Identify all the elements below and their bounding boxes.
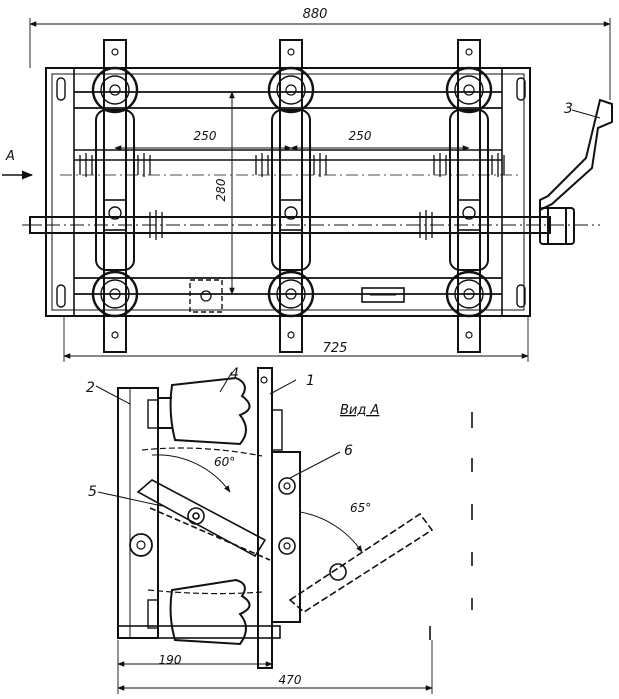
dim-height: 280 <box>214 178 228 201</box>
callout-1: 1 <box>306 373 315 389</box>
lower-insulator <box>147 578 251 646</box>
view-arrow-label: A <box>5 149 15 164</box>
upper-insulator <box>147 376 251 446</box>
callout-3: 3 <box>564 101 573 117</box>
callout-6: 6 <box>344 443 353 459</box>
pole-3 <box>433 39 505 353</box>
angle-upper: 60° <box>214 455 235 469</box>
drive-handle <box>539 98 613 245</box>
switch-blade <box>136 479 271 561</box>
view-title: Вид А <box>340 403 379 418</box>
open-blade <box>288 512 434 613</box>
dim-overall-width: 880 <box>303 7 328 22</box>
callout-5: 5 <box>88 484 97 500</box>
angle-lower: 65° <box>350 501 371 515</box>
pole-2 <box>255 39 327 353</box>
plan-view <box>2 18 613 362</box>
callout-4: 4 <box>230 366 239 382</box>
dim-side-offset: 190 <box>159 653 182 667</box>
side-view <box>95 109 601 694</box>
pole-1 <box>79 39 151 353</box>
dim-phase-spacing-left: 250 <box>194 129 217 143</box>
callout-2: 2 <box>86 380 95 396</box>
dim-phase-spacing-right: 250 <box>349 129 372 143</box>
dim-side-width: 470 <box>279 673 302 687</box>
dim-base-length: 725 <box>323 341 348 356</box>
